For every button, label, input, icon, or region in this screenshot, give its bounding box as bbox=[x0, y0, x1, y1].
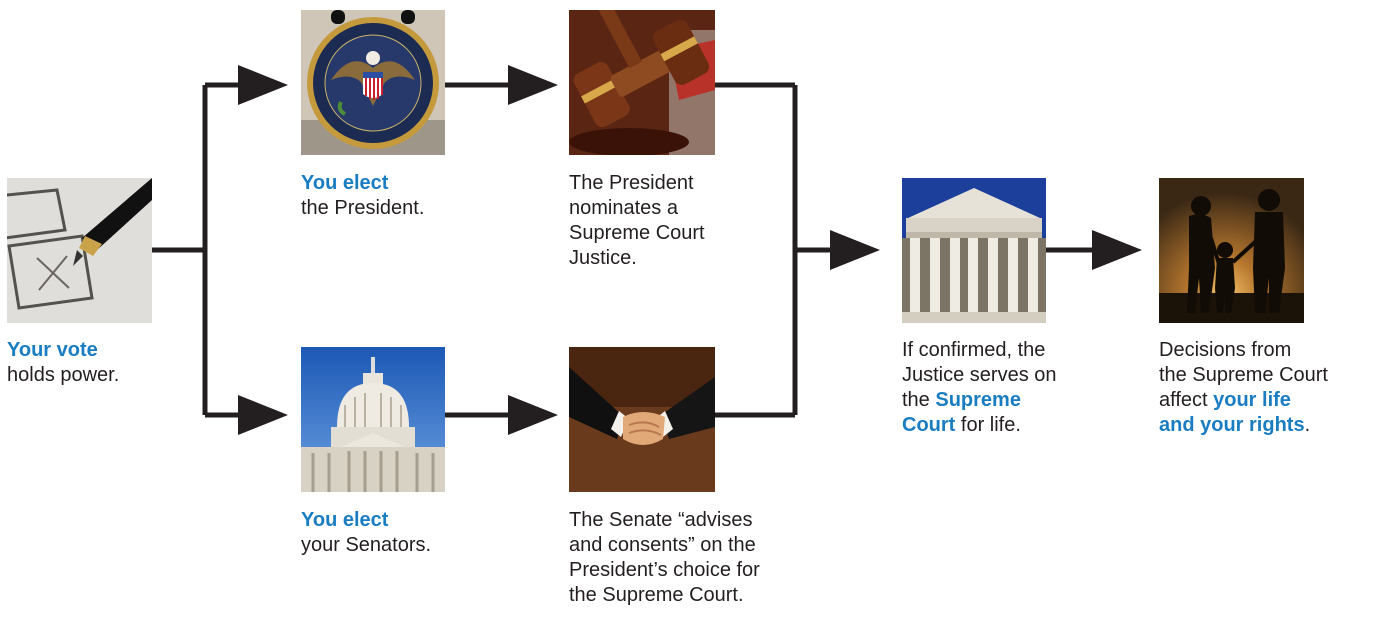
capitol-dome-icon bbox=[301, 347, 445, 492]
president-caption: You elect the President. bbox=[301, 171, 424, 221]
confirm-highlight-2: Court bbox=[902, 414, 956, 436]
confirm-line-1: If confirmed, the bbox=[902, 339, 1046, 361]
nominate-line-3: Supreme Court bbox=[569, 222, 705, 244]
advise-caption: The Senate “advises and consents” on the… bbox=[569, 508, 760, 608]
nominate-line-2: nominates a bbox=[569, 197, 678, 219]
vote-text: holds power. bbox=[7, 364, 120, 386]
nominate-line-4: Justice. bbox=[569, 247, 637, 269]
president-text: the President. bbox=[301, 197, 425, 219]
decide-line-4: . bbox=[1304, 414, 1311, 436]
confirm-highlight-1: Supreme bbox=[935, 389, 1021, 411]
vote-caption: Your vote holds power. bbox=[7, 338, 119, 388]
senators-caption: You elect your Senators. bbox=[301, 508, 431, 558]
senators-text: your Senators. bbox=[301, 534, 432, 556]
ballot-pen-icon bbox=[7, 178, 152, 323]
presidential-seal-icon bbox=[301, 10, 445, 155]
family-silhouette-icon bbox=[1159, 178, 1304, 323]
decide-highlight-2: and your rights bbox=[1159, 414, 1305, 436]
senators-highlight: You elect bbox=[301, 509, 389, 531]
president-highlight: You elect bbox=[301, 172, 389, 194]
gavel-icon bbox=[569, 10, 715, 155]
decide-line-2: the Supreme Court bbox=[1159, 364, 1328, 386]
nominate-caption: The President nominates a Supreme Court … bbox=[569, 171, 705, 271]
confirm-line-3: the bbox=[902, 389, 936, 411]
decide-line-3: affect bbox=[1159, 389, 1214, 411]
advise-line-3: President’s choice for bbox=[569, 559, 760, 581]
decide-line-1: Decisions from bbox=[1159, 339, 1292, 361]
nominate-line-1: The President bbox=[569, 172, 694, 194]
vote-highlight: Your vote bbox=[7, 339, 98, 361]
confirm-caption: If confirmed, the Justice serves on the … bbox=[902, 338, 1057, 438]
advise-line-2: and consents” on the bbox=[569, 534, 756, 556]
advise-line-1: The Senate “advises bbox=[569, 509, 753, 531]
confirm-line-4: for life. bbox=[955, 414, 1021, 436]
advise-line-4: the Supreme Court. bbox=[569, 584, 744, 606]
supreme-court-icon bbox=[902, 178, 1046, 323]
handshake-icon bbox=[569, 347, 715, 492]
decide-highlight-1: your life bbox=[1213, 389, 1291, 411]
confirm-line-2: Justice serves on bbox=[902, 364, 1057, 386]
decide-caption: Decisions from the Supreme Court affect … bbox=[1159, 338, 1328, 438]
